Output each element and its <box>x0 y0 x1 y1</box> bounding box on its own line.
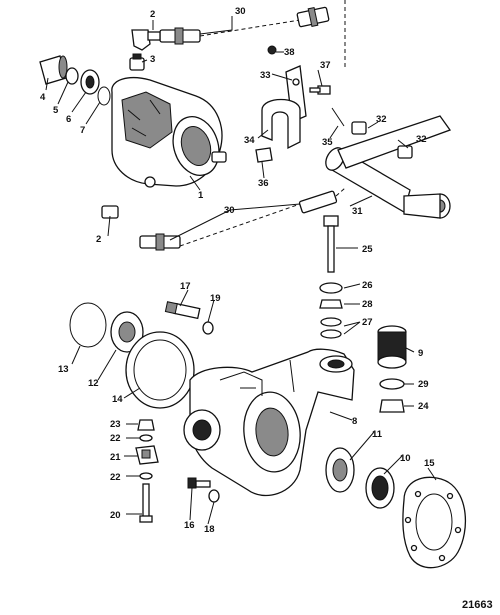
hose-lower <box>101 187 346 251</box>
callout-19: 19 <box>210 293 221 304</box>
washer-18 <box>208 489 220 503</box>
callout-31: 31 <box>352 206 363 217</box>
callout-2-bottom: 2 <box>96 234 101 245</box>
callout-15: 15 <box>424 458 435 469</box>
callout-20: 20 <box>110 510 121 521</box>
gear-housing <box>183 348 355 497</box>
fitting-3 <box>129 53 145 71</box>
block-21 <box>135 445 159 465</box>
washer-22-bottom <box>139 472 153 480</box>
block-32-left <box>351 121 367 135</box>
bolt-37 <box>309 85 331 95</box>
callout-22-bottom: 22 <box>110 472 121 483</box>
callout-5: 5 <box>53 105 59 116</box>
bearing-12 <box>110 311 144 353</box>
power-steering-pump <box>111 77 227 188</box>
callout-16: 16 <box>184 520 195 531</box>
snap-ring-13 <box>69 302 107 348</box>
callout-9: 9 <box>418 348 423 359</box>
leader-lines <box>45 16 437 525</box>
washer-27a <box>320 317 342 327</box>
stud-16 <box>187 477 211 489</box>
elbow-fitting-top <box>131 29 161 51</box>
stud-17 <box>164 301 201 320</box>
clamp-bracket <box>261 45 307 150</box>
gasket-14 <box>125 331 195 409</box>
washer-27b <box>320 329 342 339</box>
callout-11: 11 <box>372 429 383 440</box>
callout-8: 8 <box>352 416 357 427</box>
callout-37: 37 <box>320 60 331 71</box>
callout-22-top: 22 <box>110 433 121 444</box>
callout-33: 33 <box>260 70 271 81</box>
callout-29: 29 <box>418 379 429 390</box>
hose-fitting-top <box>159 6 330 45</box>
figure-number: 21663 <box>462 599 493 611</box>
gasket-15 <box>402 476 467 569</box>
callout-3: 3 <box>150 54 155 65</box>
callout-10: 10 <box>400 453 411 464</box>
callout-26: 26 <box>362 280 373 291</box>
callout-14: 14 <box>112 394 123 405</box>
callout-6: 6 <box>66 114 71 125</box>
callout-35: 35 <box>322 137 333 148</box>
pin-35 <box>331 107 345 127</box>
nut-24 <box>379 399 405 413</box>
steering-cylinder <box>325 115 452 219</box>
washer-29 <box>379 378 405 390</box>
callout-21: 21 <box>110 452 121 463</box>
seal-10 <box>365 467 395 509</box>
bearing-11 <box>325 447 355 493</box>
callout-24: 24 <box>418 401 429 412</box>
callout-12: 12 <box>88 378 99 389</box>
callout-36: 36 <box>258 178 269 189</box>
callout-30-top: 30 <box>235 6 246 17</box>
callout-13: 13 <box>58 364 69 375</box>
callout-30-bottom: 30 <box>224 205 235 216</box>
callout-7: 7 <box>80 125 85 136</box>
callout-34: 34 <box>244 135 255 146</box>
callout-32-left: 32 <box>376 114 387 125</box>
callout-27: 27 <box>362 317 373 328</box>
callout-4: 4 <box>40 92 46 103</box>
nut-36 <box>255 147 273 163</box>
nut-23 <box>137 419 155 431</box>
callout-18: 18 <box>204 524 215 535</box>
callout-25: 25 <box>362 244 373 255</box>
washer-26 <box>319 282 343 294</box>
bolt-20 <box>139 483 153 523</box>
callout-2-top: 2 <box>150 9 155 20</box>
bolt-25 <box>323 215 339 273</box>
washer-22-top <box>139 434 153 442</box>
callout-1: 1 <box>198 190 204 201</box>
bushing-9 <box>377 325 407 369</box>
washer-19 <box>202 321 214 335</box>
nut-28 <box>319 299 343 309</box>
pump-shaft-parts <box>39 55 111 106</box>
block-32-right <box>397 145 413 159</box>
callout-32-right: 32 <box>416 134 427 145</box>
callout-23: 23 <box>110 419 121 430</box>
callout-17: 17 <box>180 281 191 292</box>
callout-38: 38 <box>284 47 295 58</box>
callout-28: 28 <box>362 299 373 310</box>
